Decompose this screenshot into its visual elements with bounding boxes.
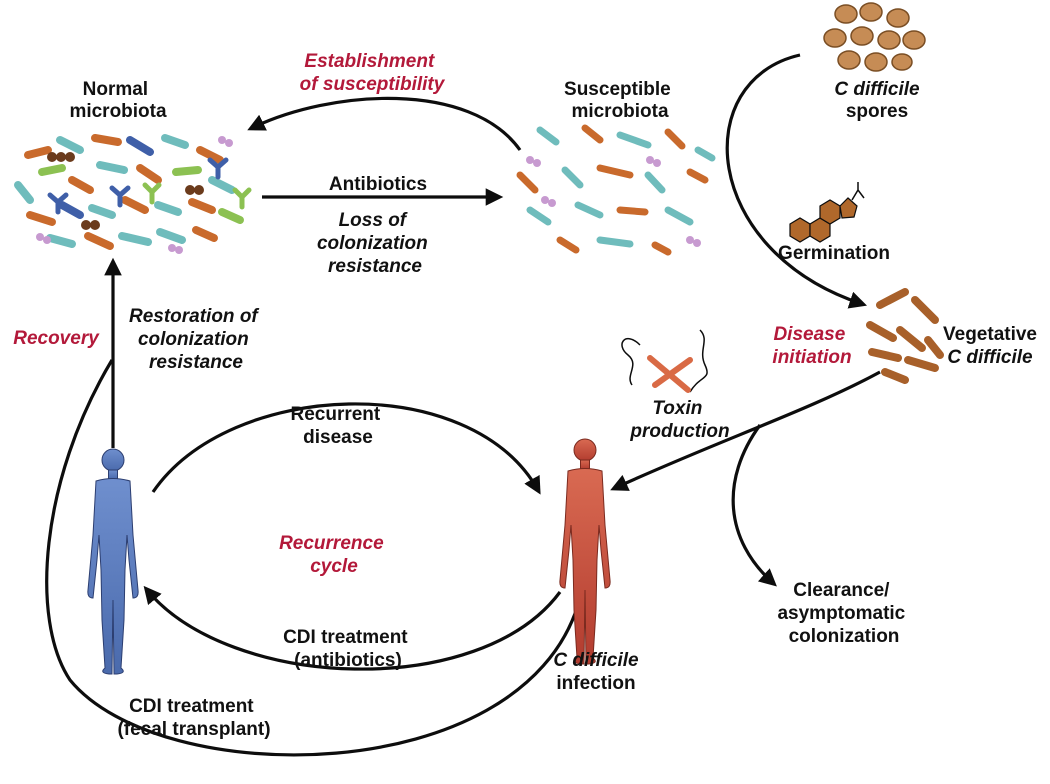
- antibiotic-treatment-arrow: [143, 585, 562, 671]
- spores-label: C difficile: [834, 79, 920, 100]
- spore-cluster-icon: [823, 2, 926, 72]
- normal-microbiota-icon: [13, 134, 257, 254]
- fecal-transplant-arrow: [45, 359, 580, 757]
- bile-acid-molecule-icon: [789, 182, 865, 243]
- arrows: [45, 53, 881, 757]
- normal-microbiota-label: Normal microbiota: [69, 79, 167, 122]
- susceptible-microbiota-label: Susceptible microbiota: [564, 79, 676, 122]
- rod-bacteria-cluster-icon: [866, 288, 944, 384]
- germination-label: Germination: [778, 243, 890, 264]
- disease-initiation-label: Disease initiation: [772, 324, 851, 368]
- infection-label: C difficile: [553, 650, 639, 671]
- cdi-fecal-label: CDI treatment (fecal transplant): [117, 696, 270, 740]
- recurrent-disease-arrow: [151, 402, 541, 495]
- clearance-arrow: [731, 424, 777, 587]
- cdi-antibiotics-label: CDI treatment (antibiotics): [283, 627, 413, 671]
- germination-arrow: [725, 53, 868, 309]
- toxin-production-label: Toxin production: [629, 398, 729, 442]
- vegetative-label-line2: C difficile: [947, 347, 1033, 368]
- susceptible-microbiota-icon: [516, 124, 716, 256]
- flagellated-bacterium-icon: [621, 329, 708, 393]
- infection-label-line2: infection: [556, 673, 635, 694]
- spores-label-line2: spores: [846, 101, 908, 122]
- loss-of-resistance-label: Loss of colonization resistance: [317, 210, 433, 277]
- clearance-label: Clearance/ asymptomatic colonization: [777, 580, 910, 647]
- human-figure-blue-icon: [87, 448, 139, 675]
- restoration-label: Restoration of colonization resistance: [129, 306, 263, 373]
- antibiotics-label: Antibiotics: [329, 174, 427, 195]
- vegetative-label: Vegetative: [943, 324, 1037, 345]
- establishment-arrow: [247, 96, 522, 151]
- recovery-label: Recovery: [13, 328, 100, 349]
- establishment-label: Establishment of susceptibility: [300, 51, 446, 95]
- recurrent-disease-label: Recurrent disease: [290, 404, 385, 448]
- recurrence-cycle-label: Recurrence cycle: [279, 533, 389, 577]
